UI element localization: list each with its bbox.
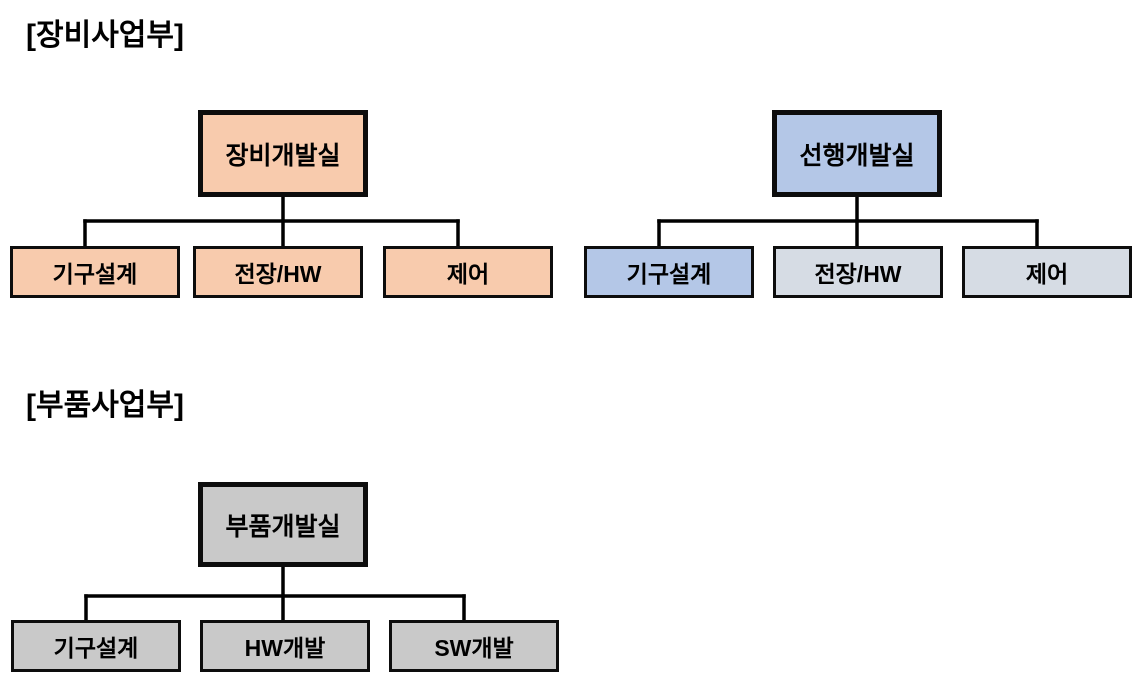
org-box-equipment-control: 제어 bbox=[383, 246, 553, 298]
org-box-advanced-mechanical-design: 기구설계 bbox=[584, 246, 754, 298]
section-heading-parts-division: [부품사업부] bbox=[26, 389, 184, 422]
connector-equipment-dev-tree bbox=[83, 193, 460, 250]
org-box-advanced-control: 제어 bbox=[962, 246, 1132, 298]
section-heading-equipment-division: [장비사업부] bbox=[26, 19, 184, 52]
connector-advanced-dev-tree bbox=[657, 193, 1039, 250]
org-box-parts-sw-development: SW개발 bbox=[389, 620, 559, 672]
org-box-parts-dev-office-root: 부품개발실 bbox=[198, 482, 368, 567]
org-box-equipment-mechanical-design: 기구설계 bbox=[10, 246, 180, 298]
org-box-equipment-dev-office-root: 장비개발실 bbox=[198, 110, 368, 197]
org-box-parts-mechanical-design: 기구설계 bbox=[11, 620, 181, 672]
org-box-parts-hw-development: HW개발 bbox=[200, 620, 370, 672]
org-box-advanced-electrical-hw: 전장/HW bbox=[773, 246, 943, 298]
org-box-equipment-electrical-hw: 전장/HW bbox=[193, 246, 363, 298]
org-box-advanced-dev-office-root: 선행개발실 bbox=[772, 110, 942, 197]
connector-parts-dev-tree bbox=[84, 563, 466, 624]
